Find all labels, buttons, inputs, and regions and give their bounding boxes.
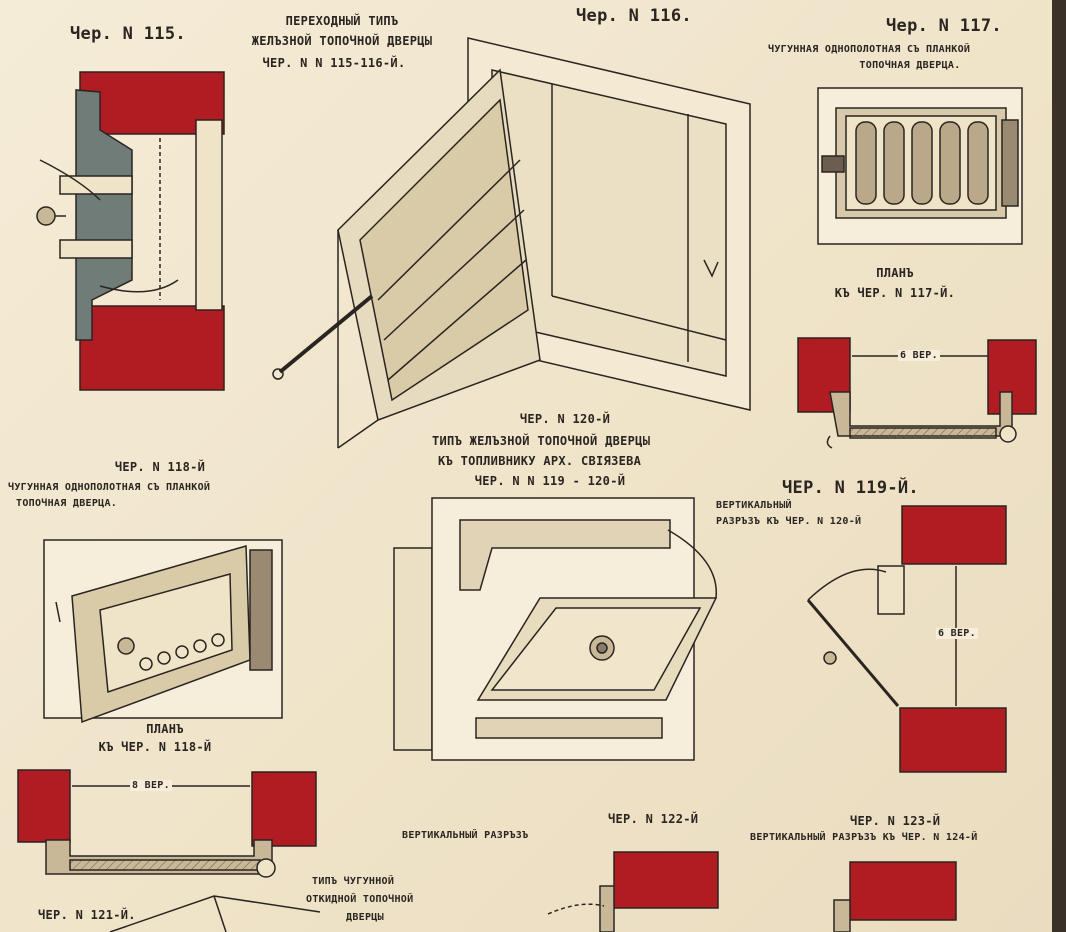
fig117-drawing [817,87,1023,245]
fig121-line3: ДВЕРЦЫ [346,912,384,923]
fig117-line2: ТОПОЧНАЯ ДВЕРЦА. [859,60,961,71]
fig120-ref: ЧЕР. N N 119 - 120-Й [474,474,626,488]
transition-line2: ЖЕЛЪЗНОЙ ТОПОЧНОЙ ДВЕРЦЫ [251,34,433,48]
plan117-line1: ПЛАНЪ [876,266,914,280]
transition-ref: ЧЕР. N N 115-116-Й. [262,56,406,70]
fig117-line1: ЧУГУННАЯ ОДНОПОЛОТНАЯ СЪ ПЛАНКОЙ [768,44,971,55]
fig119-dimension: 6 ВЕР. [936,628,978,639]
plan118-line1: ПЛАНЪ [146,722,184,736]
fig119-line2: РАЗРЪЗЪ КЪ ЧЕР. N 120-Й [716,516,862,527]
fig115-drawing [36,71,225,391]
transition-line1: ПЕРЕХОДНЫЙ ТИПЪ [285,14,399,28]
plan118-drawing [17,769,317,878]
fig121-drawing [109,895,321,932]
plan118-dimension: 8 ВЕР. [130,780,172,791]
fig120-drawing [393,497,718,761]
fig118-line2: ТОПОЧНАЯ ДВЕРЦА. [16,498,118,509]
plan117-drawing [797,337,1037,449]
page-edge [1052,0,1066,932]
fig116-title: Чер. N 116. [576,6,692,26]
fig116-drawing [272,37,751,449]
fig120-line2: КЪ ТОПЛИВНИКУ АРХ. СВІЯЗЕВА [438,454,642,468]
fig119-line1: ВЕРТИКАЛЬНЫЙ [716,500,792,511]
plan118-line2: КЪ ЧЕР. N 118-Й [98,740,212,754]
fig121-title: ЧЕР. N 121-Й. [38,908,136,922]
plan117-line2: КЪ ЧЕР. N 117-Й. [834,286,956,300]
fig115-title: Чер. N 115. [70,24,186,44]
fig122-caption: ВЕРТИКАЛЬНЫЙ РАЗРЪЗЪ [402,830,529,841]
brick-bottom [79,305,225,391]
fig118-line1: ЧУГУННАЯ ОДНОПОЛОТНАЯ СЪ ПЛАНКОЙ [8,482,211,493]
fig120-line1: ТИПЪ ЖЕЛЪЗНОЙ ТОПОЧНОЙ ДВЕРЦЫ [432,434,651,448]
fig117-title: Чер. N 117. [886,16,1002,36]
fig122-title: ЧЕР. N 122-Й [608,812,699,826]
fig118-drawing [43,539,283,724]
fig118-title: ЧЕР. N 118-Й [114,460,206,474]
fig119-title: ЧЕР. N 119-Й. [782,478,919,498]
fig123-drawing [833,861,957,932]
fig120-title: ЧЕР. N 120-Й [519,412,611,426]
fig121-line1: ТИПЪ ЧУГУННОЙ [312,876,395,887]
fig123-caption: ВЕРТИКАЛЬНЫЙ РАЗРЪЗЪ КЪ ЧЕР. N 124-Й [750,832,978,843]
fig119-drawing [806,505,1007,773]
fig121-line2: ОТКИДНОЙ ТОПОЧНОЙ [306,894,414,905]
plan117-dimension: 6 ВЕР. [898,350,940,361]
fig123-title: ЧЕР. N 123-Й [850,814,941,828]
fig122-drawing [547,851,719,932]
